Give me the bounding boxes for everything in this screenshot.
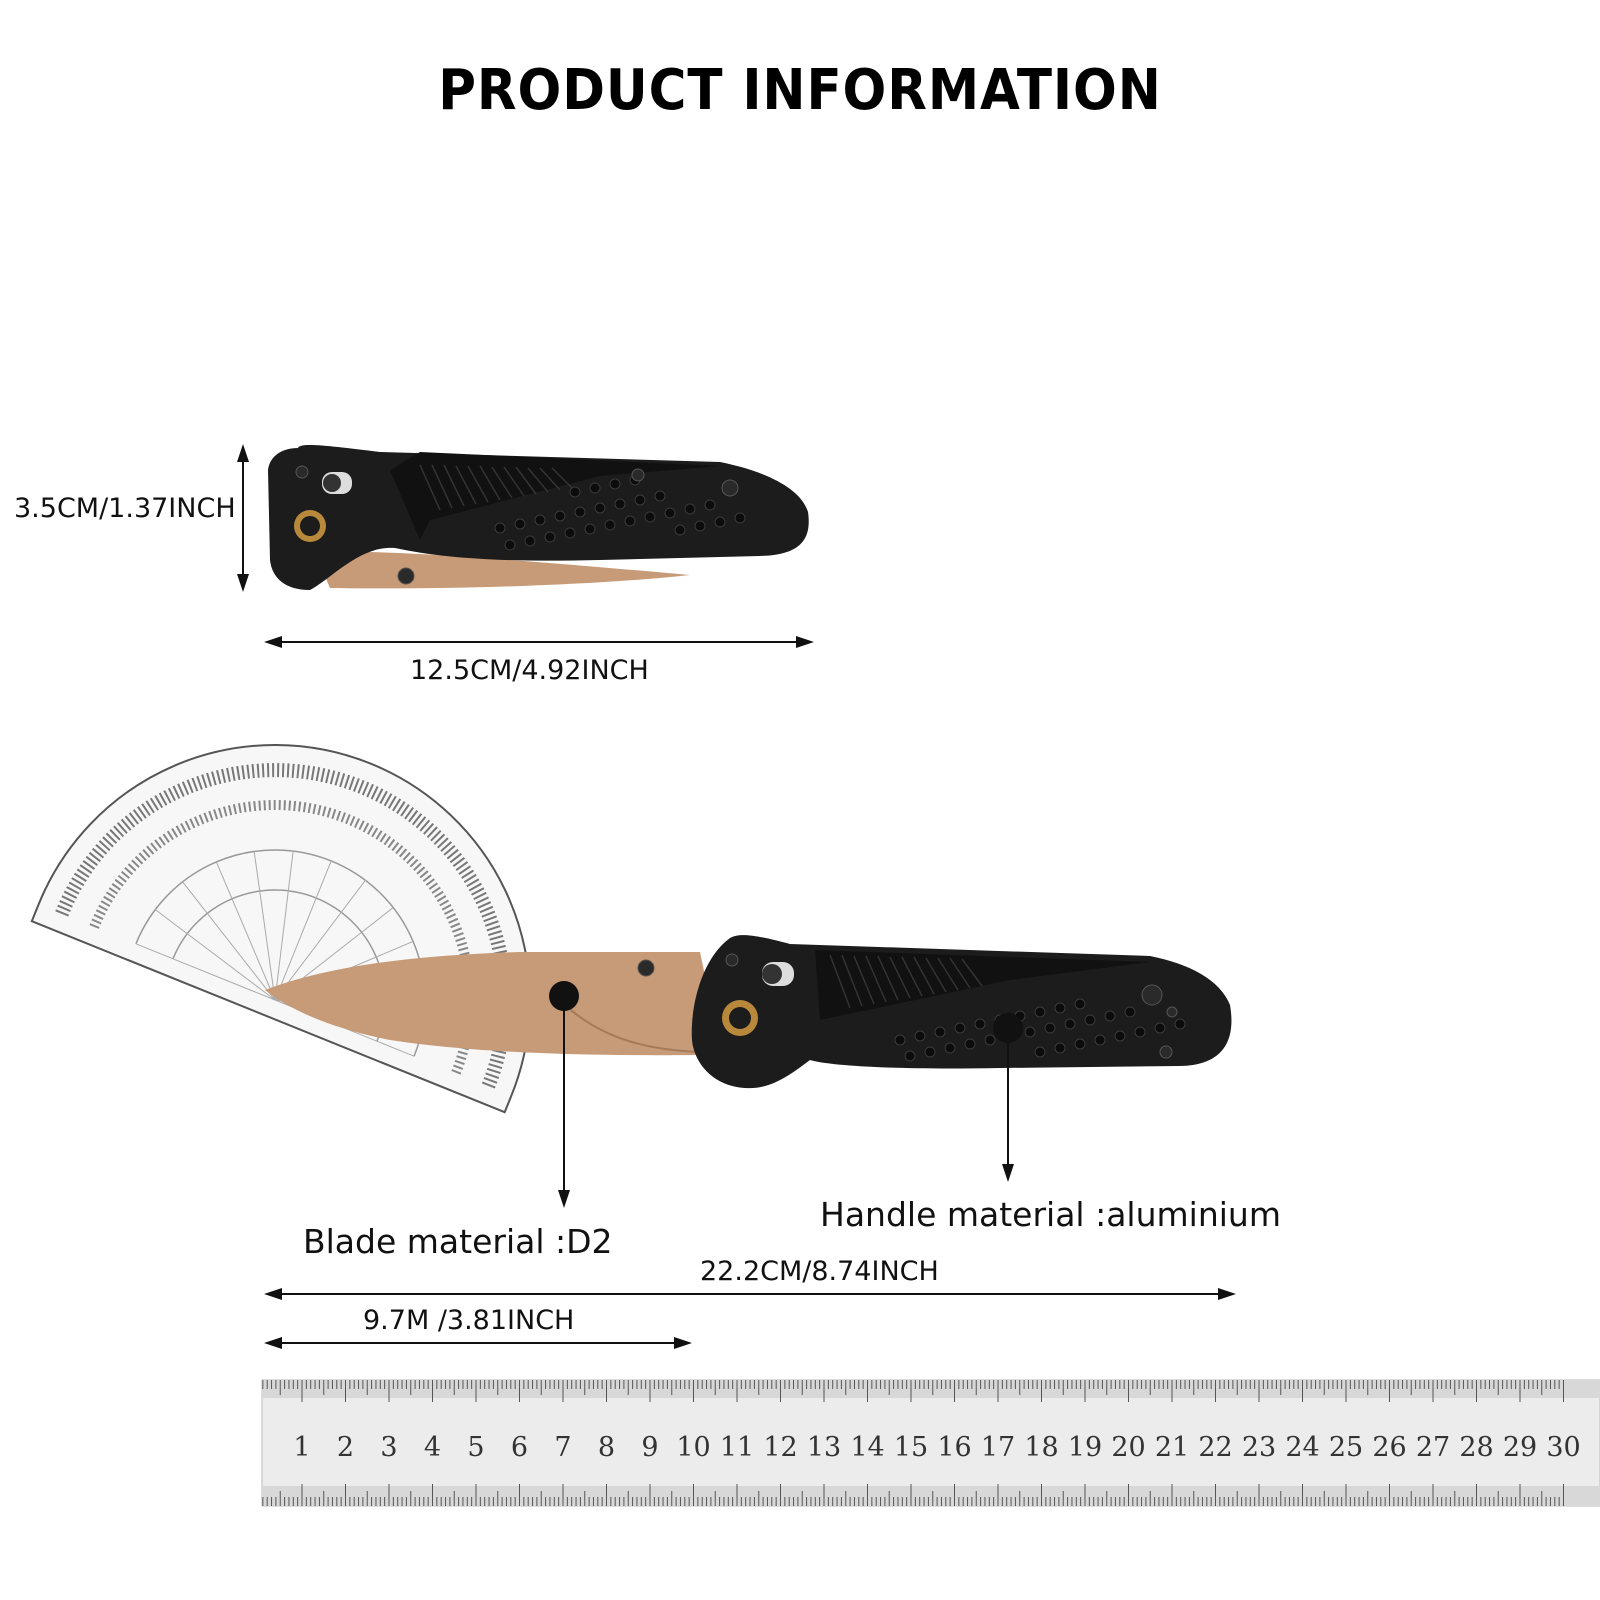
ruler-number: 27 — [1416, 1432, 1450, 1463]
blade-length-label: 9.7M /3.81INCH — [363, 1305, 575, 1336]
handle-material-label: Handle material :aluminium — [820, 1195, 1281, 1234]
ruler-number: 1 — [293, 1432, 310, 1463]
open-length-label: 22.2CM/8.74INCH — [700, 1256, 939, 1287]
ruler-number: 29 — [1503, 1432, 1537, 1463]
handle-callout-arrow — [1002, 1042, 1014, 1182]
ruler-number: 7 — [554, 1432, 571, 1463]
ruler-number: 11 — [720, 1432, 754, 1463]
ruler-number: 20 — [1111, 1432, 1145, 1463]
blade-length-dimension-arrow — [264, 1337, 692, 1349]
ruler-number: 13 — [807, 1432, 841, 1463]
ruler-number: 18 — [1024, 1432, 1058, 1463]
ruler-number: 5 — [467, 1432, 484, 1463]
height-dimension-arrow — [237, 444, 249, 592]
ruler-number: 30 — [1546, 1432, 1580, 1463]
blade-material-label: Blade material :D2 — [303, 1222, 613, 1261]
ruler-number: 4 — [424, 1432, 441, 1463]
ruler-number: 17 — [981, 1432, 1015, 1463]
ruler-number: 24 — [1285, 1432, 1319, 1463]
ruler-number: 23 — [1242, 1432, 1276, 1463]
ruler-number: 16 — [937, 1432, 971, 1463]
open-length-dimension-arrow — [264, 1288, 1236, 1300]
ruler-number: 8 — [598, 1432, 615, 1463]
closed-length-dimension-arrow — [264, 636, 814, 648]
ruler-number: 21 — [1155, 1432, 1189, 1463]
ruler-number: 25 — [1329, 1432, 1363, 1463]
blade-callout-arrow — [558, 1010, 570, 1208]
ruler-number: 28 — [1459, 1432, 1493, 1463]
ruler-number: 9 — [641, 1432, 658, 1463]
ruler-number: 3 — [380, 1432, 397, 1463]
ruler-number: 26 — [1372, 1432, 1406, 1463]
closed-length-label: 12.5CM/4.92INCH — [410, 655, 649, 686]
ruler-number: 15 — [894, 1432, 928, 1463]
ruler-number: 2 — [337, 1432, 354, 1463]
ruler-number: 10 — [676, 1432, 710, 1463]
ruler-number: 14 — [850, 1432, 884, 1463]
ruler-number: 12 — [763, 1432, 797, 1463]
ruler-number: 19 — [1068, 1432, 1102, 1463]
closed-height-label: 3.5CM/1.37INCH — [14, 493, 236, 524]
ruler-number: 22 — [1198, 1432, 1232, 1463]
page-title: PRODUCT INFORMATION — [438, 58, 1162, 123]
ruler-number: 6 — [511, 1432, 528, 1463]
